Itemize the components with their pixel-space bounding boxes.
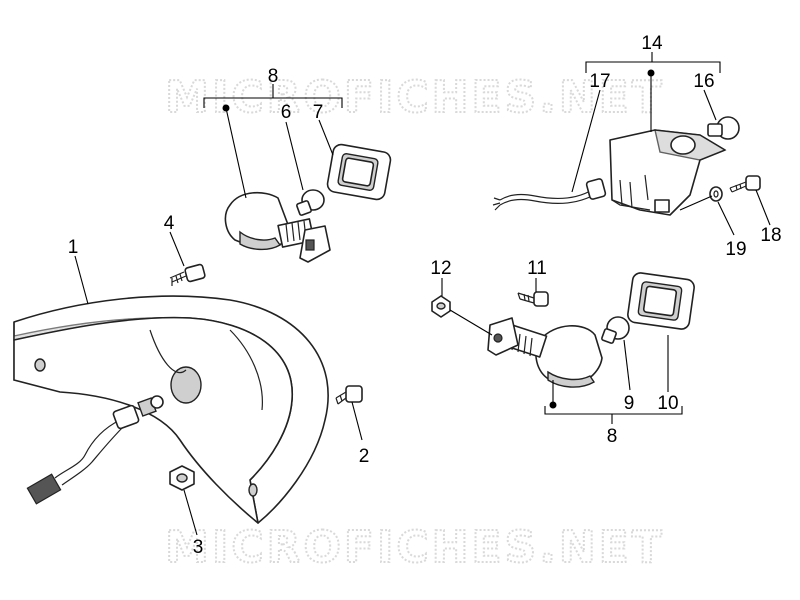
callout-16: 16: [693, 71, 714, 92]
tail-light-wiring-harness: [26, 395, 164, 505]
callout-1: 1: [68, 237, 79, 258]
callout-19: 19: [725, 239, 746, 260]
left-turn-signal-body: [224, 191, 331, 263]
callout-14: 14: [641, 33, 663, 54]
callout-18: 18: [760, 225, 781, 246]
callout-12: 12: [430, 258, 451, 279]
wire-part-17: [492, 178, 607, 211]
callout-8-bottom: 8: [607, 426, 618, 447]
nut-part-12: [431, 295, 451, 318]
washer-part-19: [709, 186, 723, 202]
callout-4: 4: [164, 213, 175, 234]
nut-part-3: [169, 465, 195, 491]
tail-light-housing: [13, 295, 329, 524]
watermark-bottom: MICROFICHES.NET: [165, 522, 665, 573]
lens-part-7: [326, 143, 392, 201]
callout-6: 6: [281, 102, 292, 123]
callout-9: 9: [624, 393, 635, 414]
bulb-part-9: [601, 316, 630, 344]
screw-part-11: [517, 291, 549, 307]
leader-lines: [74, 52, 771, 536]
lens-part-10: [627, 272, 695, 330]
screw-part-2: [335, 385, 363, 405]
screw-part-18: [729, 175, 761, 193]
right-turn-signal-body: [487, 317, 603, 388]
bulb-part-6: [296, 189, 325, 216]
callout-7: 7: [313, 102, 324, 123]
callout-2: 2: [359, 446, 370, 467]
callout-10: 10: [657, 393, 678, 414]
callout-11: 11: [527, 258, 547, 279]
callout-3: 3: [193, 537, 204, 558]
bulb-part-16: [707, 116, 740, 140]
callout-17: 17: [589, 71, 610, 92]
callout-8-top: 8: [268, 66, 279, 87]
screw-part-4: [169, 263, 206, 286]
license-light-housing: [609, 129, 727, 216]
callout-labels: 1 4 2 3 8 6 7 12 11 9 10 8 14 17 16 19 1…: [68, 33, 782, 558]
